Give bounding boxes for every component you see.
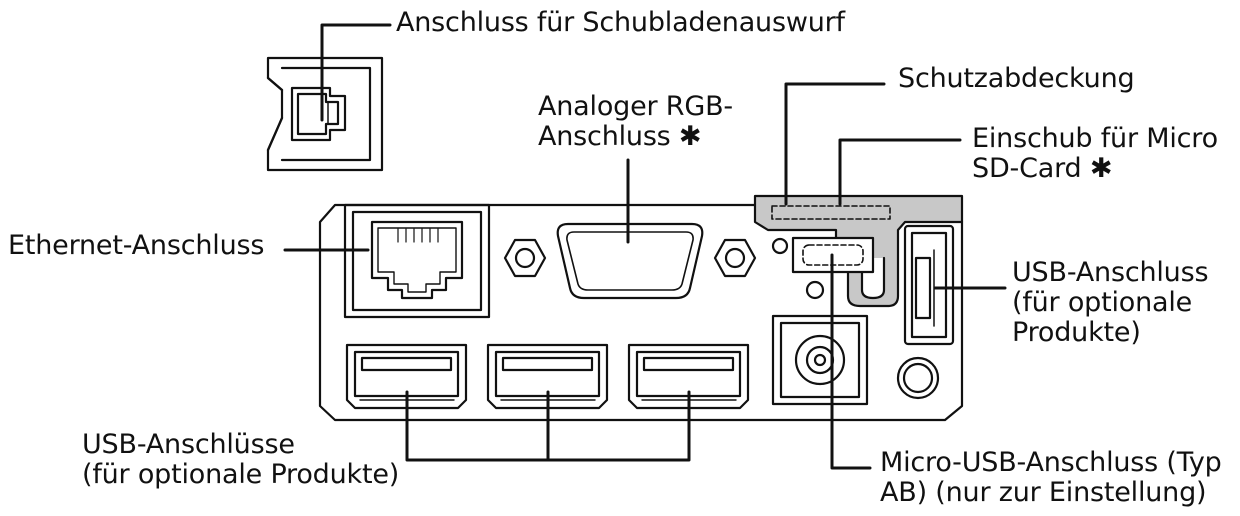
- label-rgb-line2: Anschluss ✱: [538, 121, 702, 152]
- ethernet-port: [343, 203, 491, 319]
- round-button: [896, 356, 940, 400]
- label-sd-line1: Einschub für Micro: [972, 123, 1218, 154]
- label-usb-optional: USB-Anschluss (für optionale Produkte): [1012, 257, 1209, 348]
- label-usb-multi: USB-Anschlüsse (für optionale Produkte): [82, 430, 399, 490]
- label-sd-line2: SD-Card ✱: [972, 153, 1113, 184]
- label-ethernet-text: Ethernet-Anschluss: [8, 230, 265, 261]
- label-rgb-line1: Analoger RGB-: [538, 91, 733, 122]
- vga-port: [503, 222, 757, 300]
- usb-port-3: [627, 343, 750, 410]
- label-protective-cover: Schutzabdeckung: [898, 63, 1135, 94]
- power-jack: [771, 314, 869, 406]
- label-protective-cover-text: Schutzabdeckung: [898, 63, 1135, 94]
- label-drawer-port-text: Anschluss für Schubladenauswurf: [396, 7, 845, 38]
- usb-port-vertical: [903, 224, 955, 346]
- leader-cover: [784, 82, 886, 206]
- label-drawer-port: Anschluss für Schubladenauswurf: [396, 8, 845, 38]
- label-usb-opt-line1: USB-Anschluss: [1012, 257, 1209, 288]
- leader-usb-multi: [405, 390, 691, 462]
- label-ethernet: Ethernet-Anschluss: [8, 231, 264, 261]
- drawer-connector: [266, 56, 384, 172]
- label-rgb-port: Analoger RGB- Anschluss ✱: [538, 92, 733, 152]
- leader-sd: [838, 138, 962, 206]
- label-microusb-line1: Micro-USB-Anschluss (Typ: [880, 447, 1222, 478]
- label-usb-multi-line2: (für optionale Produkte): [82, 459, 400, 490]
- label-sd-slot: Einschub für Micro SD-Card ✱: [972, 124, 1218, 184]
- leader-lines: [283, 23, 1007, 470]
- label-microusb-line2: AB) (nur zur Einstellung): [880, 477, 1207, 508]
- label-usb-multi-line1: USB-Anschlüsse: [82, 429, 295, 460]
- leader-microusb: [830, 253, 872, 470]
- label-usb-opt-line2: (für optionale: [1012, 287, 1193, 318]
- label-micro-usb: Micro-USB-Anschluss (Typ AB) (nur zur Ei…: [880, 448, 1222, 508]
- leader-drawer: [320, 23, 392, 122]
- label-usb-opt-line3: Produkte): [1012, 317, 1141, 348]
